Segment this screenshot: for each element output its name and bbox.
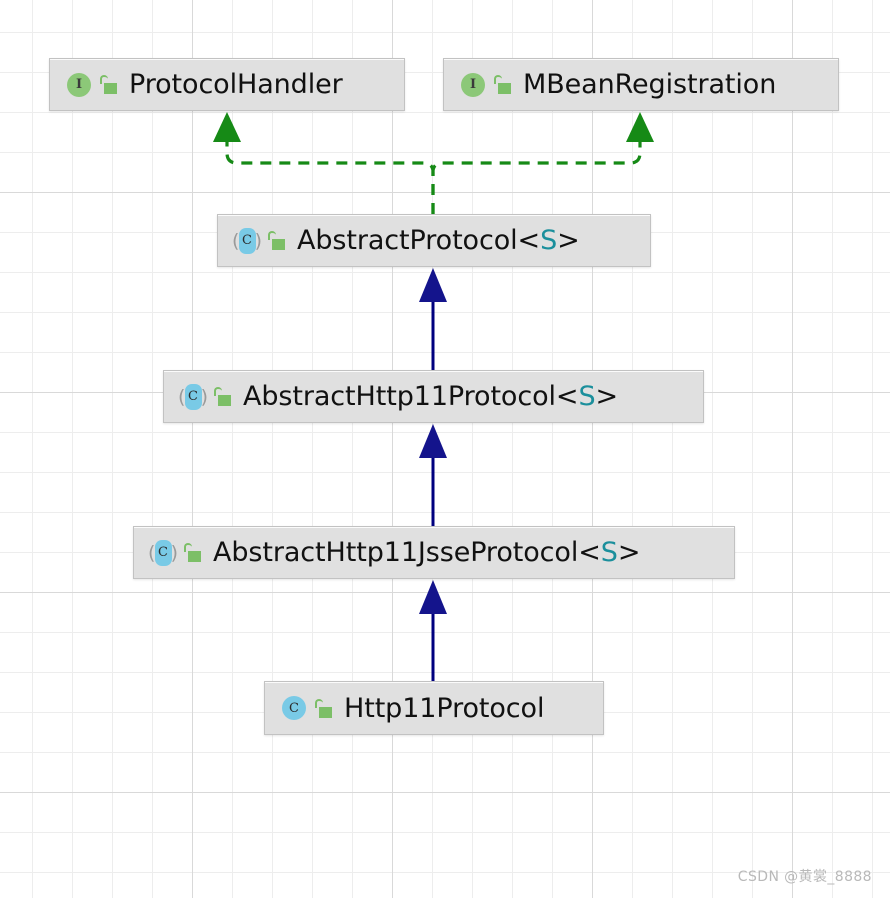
- open-padlock-icon: [214, 387, 231, 406]
- open-padlock-icon: [268, 231, 285, 250]
- open-padlock-icon: [315, 698, 332, 718]
- edge-http11protocol-extends-abstracthttp11jsseprotocol: [419, 580, 447, 681]
- interface-icon: I: [64, 70, 94, 100]
- generic-open-angle: <: [555, 381, 579, 412]
- abstract-class-icon: ( C ): [232, 227, 262, 254]
- edge-abstracthttp11jsseprotocol-extends-abstracthttp11protocol: [419, 424, 447, 526]
- class-node-label: AbstractProtocol<S>: [297, 227, 580, 254]
- class-node-abstract-http11-jsse-protocol[interactable]: ( C ) AbstractHttp11JsseProtocol<S>: [133, 526, 735, 579]
- generic-parameter: S: [540, 225, 558, 256]
- open-padlock-icon: [184, 543, 201, 562]
- class-node-label: Http11Protocol: [344, 692, 545, 724]
- generic-close-angle: >: [557, 225, 580, 256]
- class-node-http11-protocol[interactable]: C Http11Protocol: [264, 681, 604, 735]
- class-node-name: AbstractHttp11Protocol: [243, 381, 556, 412]
- class-node-name: AbstractHttp11JsseProtocol: [213, 537, 579, 568]
- class-node-label: AbstractHttp11Protocol<S>: [243, 383, 618, 410]
- edge-abstracthttp11protocol-extends-abstractprotocol: [419, 268, 447, 370]
- open-padlock-icon: [100, 75, 117, 94]
- abstract-class-icon: ( C ): [148, 539, 178, 566]
- class-node-protocol-handler[interactable]: I ProtocolHandler: [49, 58, 405, 111]
- edge-abstractprotocol-implements-mbeanregistration: [431, 112, 654, 214]
- edge-abstractprotocol-implements-protocolhandler: [213, 112, 435, 214]
- class-icon: C: [279, 693, 309, 723]
- class-node-name: AbstractProtocol: [297, 225, 518, 256]
- generic-close-angle: >: [595, 381, 619, 412]
- class-node-abstract-http11-protocol[interactable]: ( C ) AbstractHttp11Protocol<S>: [163, 370, 704, 423]
- generic-close-angle: >: [617, 537, 641, 568]
- class-node-label: ProtocolHandler: [129, 69, 343, 100]
- generic-parameter: S: [600, 537, 618, 568]
- class-node-mbean-registration[interactable]: I MBeanRegistration: [443, 58, 839, 111]
- generic-open-angle: <: [578, 537, 601, 568]
- generic-parameter: S: [578, 381, 596, 412]
- interface-icon: I: [458, 70, 488, 100]
- extends-arrowhead-2: [419, 424, 447, 458]
- implements-arrowhead-left: [213, 112, 241, 142]
- class-node-abstract-protocol[interactable]: ( C ) AbstractProtocol<S>: [217, 214, 651, 267]
- implements-arrowhead-right: [626, 112, 654, 142]
- generic-open-angle: <: [517, 225, 541, 256]
- watermark: CSDN @黄裳_8888: [737, 869, 872, 885]
- abstract-class-icon: ( C ): [178, 383, 208, 410]
- extends-arrowhead-3: [419, 580, 447, 614]
- extends-arrowhead-1: [419, 268, 447, 302]
- class-node-label: MBeanRegistration: [523, 69, 777, 100]
- class-node-label: AbstractHttp11JsseProtocol<S>: [213, 539, 640, 566]
- open-padlock-icon: [494, 75, 511, 94]
